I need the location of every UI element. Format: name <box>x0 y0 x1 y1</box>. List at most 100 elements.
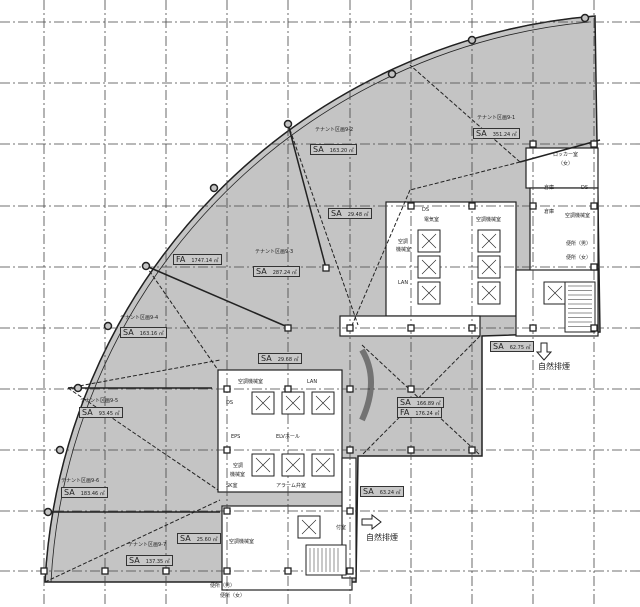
column-square <box>346 567 354 575</box>
evacuation-route <box>409 161 521 191</box>
column-round <box>209 183 219 193</box>
tenant-9-6-label: テナント区画9-6 <box>61 478 100 484</box>
wc-m-label-2: 便所（男） <box>210 583 236 589</box>
storage-label-2: 倉庫 <box>544 209 555 215</box>
column-square <box>284 324 292 332</box>
column-square <box>223 446 231 454</box>
elevator-cross <box>255 457 271 473</box>
lan-label-1: LAN <box>398 280 409 286</box>
column-round <box>43 507 53 517</box>
evacuation-route <box>349 189 411 331</box>
tenant-partition <box>287 123 327 269</box>
evacuation-route <box>67 387 219 491</box>
elevator-cross <box>481 285 497 301</box>
column-square <box>590 140 598 148</box>
elevator-cross <box>285 395 301 411</box>
column-round <box>283 119 293 129</box>
column-square <box>223 567 231 575</box>
column-square <box>223 385 231 393</box>
column-square <box>101 567 109 575</box>
ac-room-label-1: 空調機械室 <box>565 213 591 219</box>
tenant-9-7-label: テナント区画9-7 <box>128 542 167 548</box>
sk-room-label: SK室 <box>226 483 238 489</box>
column-square <box>590 263 598 271</box>
alarm-valve-room-label: アラーム弁室 <box>276 483 306 489</box>
column-square <box>346 446 354 454</box>
wc-f-label-2: 便所（女） <box>220 593 246 599</box>
elevator-cross <box>421 259 437 275</box>
column-square <box>284 385 292 393</box>
storage-label-1: 倉庫 <box>544 185 555 191</box>
column-round <box>141 261 151 271</box>
elevator-cross <box>285 457 301 473</box>
evacuation-route <box>287 123 359 326</box>
elevator-cross <box>481 233 497 249</box>
column-square <box>529 324 537 332</box>
wc-m-label-1: 便所（男） <box>566 241 592 247</box>
column-square <box>468 324 476 332</box>
column-square <box>590 324 598 332</box>
tenant-9-5-label: テナント区画9-5 <box>80 398 119 404</box>
tenant-partition <box>145 265 291 329</box>
column-square <box>407 385 415 393</box>
tenant-9-4-label: テナント区画9-4 <box>120 315 159 321</box>
column-square <box>284 567 292 575</box>
column-square <box>346 507 354 515</box>
smoke-vent-label-2: 自然排煙 <box>366 533 398 542</box>
column-square <box>407 446 415 454</box>
elevator-cross <box>255 395 271 411</box>
column-square <box>468 446 476 454</box>
column-round <box>103 321 113 331</box>
locker-room-label: ロッカー室 <box>553 152 579 158</box>
column-round <box>387 69 397 79</box>
annex-room-label: 付室 <box>336 525 347 531</box>
column-square <box>346 385 354 393</box>
wc-f-label-1: 便所（女） <box>566 255 592 261</box>
ds-label-1: DS <box>581 185 589 191</box>
column-square <box>529 202 537 210</box>
locker-room-sub: （女） <box>558 161 574 167</box>
elevator-cross <box>421 233 437 249</box>
column-square <box>162 567 170 575</box>
elevator-cross <box>421 285 437 301</box>
ac-room-label-3b: 機械室 <box>396 247 412 253</box>
ac-room-label-3a: 空調 <box>398 239 409 245</box>
eps-label: EPS <box>231 434 241 440</box>
column-round <box>73 383 83 393</box>
atrium-stair <box>359 348 374 422</box>
ac-room-label-5a: 空調 <box>233 463 244 469</box>
evacuation-route <box>361 335 481 456</box>
evacuation-route <box>44 499 221 583</box>
ac-room-label-5b: 機械室 <box>230 472 246 478</box>
elevator-cross <box>315 395 331 411</box>
curtain-wall-inner <box>50 21 590 583</box>
tenant-9-3-label: テナント区画9-3 <box>255 249 294 255</box>
tenant-partition <box>519 139 601 163</box>
curtain-wall-outer <box>44 15 596 583</box>
column-square <box>407 202 415 210</box>
ac-room-label-2: 空調機械室 <box>476 217 502 223</box>
smoke-vent-arrow-down <box>535 342 553 361</box>
elevator-cross <box>315 457 331 473</box>
elevator-cross <box>481 259 497 275</box>
ac-room-label-4: 空調機械室 <box>238 379 264 385</box>
column-square <box>40 567 48 575</box>
column-square <box>590 202 598 210</box>
column-square <box>407 324 415 332</box>
tenant-9-2-label: テナント区画9-2 <box>315 127 354 133</box>
